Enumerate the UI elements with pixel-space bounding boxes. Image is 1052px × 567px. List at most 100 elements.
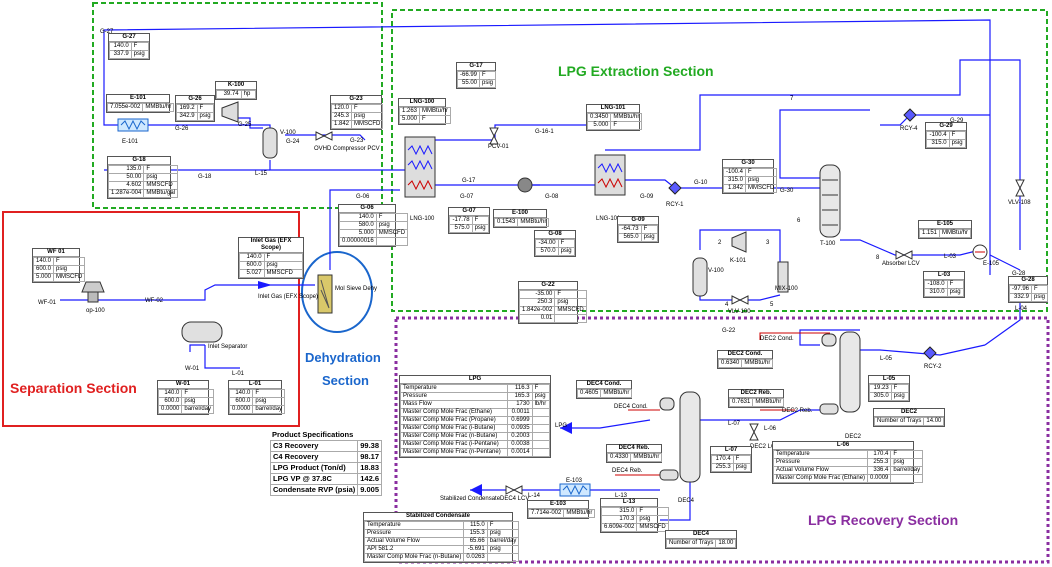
k101-compressor-icon[interactable] xyxy=(731,231,747,253)
label-g23: G-23 xyxy=(350,138,364,144)
dehydration-title-line2: Section xyxy=(322,373,369,388)
v100-overhead-drum-icon[interactable] xyxy=(262,127,278,159)
dec2-column-icon[interactable] xyxy=(819,331,861,415)
label-stream-7: 7 xyxy=(790,96,794,102)
energy-lines xyxy=(615,332,830,476)
label-g25: G-25 xyxy=(238,122,252,128)
label-l15: L-15 xyxy=(255,171,268,177)
label-stream-8: 8 xyxy=(876,255,880,261)
label-g29: G-29 xyxy=(950,118,964,124)
e103-cooler-icon[interactable] xyxy=(559,483,591,497)
e100-chiller-icon[interactable] xyxy=(517,177,533,193)
label-v100: V-100 xyxy=(708,268,724,274)
label-w01: W-01 xyxy=(185,366,200,372)
label-l06: L-06 xyxy=(764,426,777,432)
dec4-column-icon[interactable] xyxy=(659,391,701,483)
label-g07: G-07 xyxy=(460,194,474,200)
label-dec4-reb: DEC4 Reb. xyxy=(612,468,643,474)
vlv100-valve-icon[interactable] xyxy=(731,295,749,305)
lng100-exchanger-icon[interactable] xyxy=(404,136,436,198)
label-pcv01: PCV-01 xyxy=(488,144,509,150)
rcy2-recycle-icon[interactable] xyxy=(923,346,937,360)
ovhd-compressor-pcv-icon[interactable] xyxy=(315,131,333,141)
lng101-exchanger-icon[interactable] xyxy=(594,154,626,196)
label-stream-6: 6 xyxy=(797,218,801,224)
label-mix100: MIX-100 xyxy=(775,286,798,292)
label-e103: E-103 xyxy=(566,478,583,484)
op100-filter-icon[interactable] xyxy=(81,281,105,303)
dec4-lcv-icon[interactable] xyxy=(505,485,523,495)
label-ovhd: OVHD Compressor PCV xyxy=(314,146,380,152)
inlet-separator-icon[interactable] xyxy=(181,321,223,343)
label-stabilized-condensate: Stabilized Condensate xyxy=(440,496,501,502)
mix100-mixer-icon[interactable] xyxy=(777,261,789,293)
e101-cooler-icon[interactable] xyxy=(117,118,149,132)
label-e105: E-105 xyxy=(983,261,1000,267)
label-op100: op-100 xyxy=(86,308,105,314)
pcv01-valve-icon[interactable] xyxy=(489,127,499,145)
separation-boundary xyxy=(2,211,300,427)
absorber-lcv-icon[interactable] xyxy=(895,250,913,260)
label-g10: G-10 xyxy=(694,180,708,186)
label-wf02: WF-02 xyxy=(145,298,164,304)
dec2-lcv-icon[interactable] xyxy=(749,423,759,441)
v100-separator-icon[interactable] xyxy=(692,257,708,297)
dehydration-boundary xyxy=(301,251,373,333)
label-l14: L-14 xyxy=(528,493,541,499)
vlv108-valve-icon[interactable] xyxy=(1015,179,1025,197)
label-inlet-gas: Inlet Gas (EFX Scope) xyxy=(258,294,318,300)
label-dec4-cond: DEC4 Cond. xyxy=(614,404,648,410)
label-dec2-cond: DEC2 Cond. xyxy=(760,336,794,342)
rcy4-recycle-icon[interactable] xyxy=(903,108,917,122)
k100-compressor-icon[interactable] xyxy=(221,101,239,123)
label-dec4-lcv: DEC4 LCV xyxy=(500,496,529,502)
lpg-extraction-title: LPG Extraction Section xyxy=(558,63,714,79)
rcy1-recycle-icon[interactable] xyxy=(668,181,682,195)
label-g24: G-24 xyxy=(286,139,300,145)
label-g28: G-28 xyxy=(1012,271,1026,277)
label-dec2: DEC2 xyxy=(845,434,862,440)
t100-absorber-icon[interactable] xyxy=(819,164,841,238)
label-rcy4: RCY-4 xyxy=(900,126,918,132)
lpg-extraction-boundary-main xyxy=(391,9,1048,312)
label-vlv108: VLV-108 xyxy=(1008,200,1031,206)
label-e101: E-101 xyxy=(122,139,139,145)
label-g08: G-08 xyxy=(545,194,559,200)
mol-sieve-icon[interactable] xyxy=(317,274,333,314)
dehydration-title-line1: Dehydration xyxy=(305,350,381,365)
label-g26: G-26 xyxy=(175,126,189,132)
e105-exchanger-icon[interactable] xyxy=(972,244,988,260)
label-l05: L-05 xyxy=(880,356,893,362)
label-stream-2: 2 xyxy=(718,240,722,246)
inlet-arrow-icon xyxy=(258,281,272,289)
